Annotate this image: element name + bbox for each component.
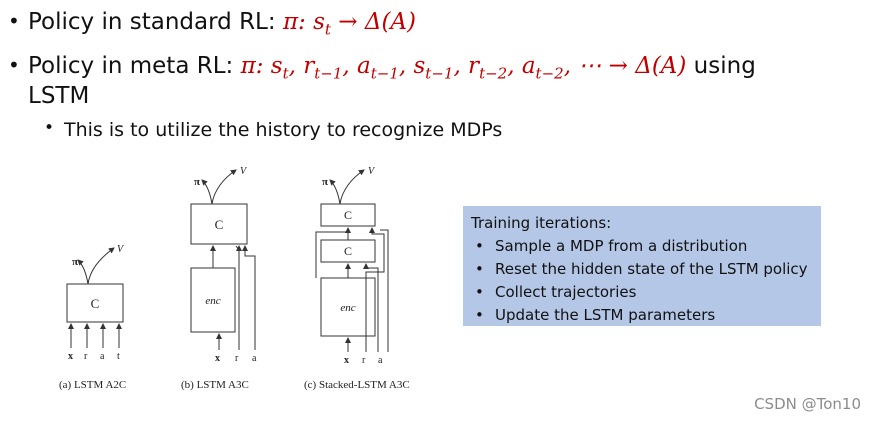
lstm-cell [66, 283, 124, 323]
input-a-label: a [378, 355, 383, 366]
diagram-caption: (c) Stacked-LSTM A3C [304, 379, 410, 391]
encoder-label: enc [205, 295, 220, 307]
input-x-label: x [68, 351, 73, 362]
training-step: Sample a MDP from a distribution [471, 235, 821, 258]
input-t-label: t [117, 351, 120, 362]
bullet-text: Policy in meta RL: [28, 53, 241, 79]
policy-output-label: π [194, 176, 200, 188]
lstm-cell-top [320, 203, 376, 227]
policy-output-label: π [322, 176, 328, 188]
input-a-label: a [100, 351, 105, 362]
input-r-label: r [84, 351, 88, 362]
recurrent-icon: C [91, 296, 100, 311]
diagram-lstm-a2c: C π V x r a t (a) LSTM A2C [59, 244, 126, 391]
training-steps-list: Sample a MDP from a distribution Reset t… [471, 235, 821, 327]
bullet-meta-rl-continued: LSTM [28, 83, 90, 109]
bullet-dot: • [8, 53, 20, 77]
input-r-label: r [235, 353, 239, 364]
standard-policy-formula: π: st → Δ(A) [282, 9, 417, 39]
input-x-label: x [215, 353, 220, 364]
diagram-caption: (a) LSTM A2C [59, 379, 126, 391]
training-step: Collect trajectories [471, 281, 821, 304]
diagram-caption: (b) LSTM A3C [181, 379, 249, 391]
bullet-text: Policy in standard RL: [28, 9, 283, 35]
recurrent-icon: C [344, 208, 352, 222]
training-step: Update the LSTM parameters [471, 304, 821, 327]
bullet-text-suffix: using [686, 53, 756, 79]
encoder-label: enc [340, 302, 355, 314]
value-output-label: V [240, 166, 248, 177]
sub-bullet-dot: • [44, 118, 55, 138]
sub-bullet-history: This is to utilize the history to recogn… [64, 119, 503, 141]
training-step: Reset the hidden state of the LSTM polic… [471, 258, 821, 281]
input-r-label: r [362, 355, 366, 366]
value-output-label: V [117, 244, 125, 255]
diagram-stacked-lstm-a3c: C C π V enc x r a (c) Stacked-LSTM A3C [304, 166, 410, 391]
recurrent-icon: C [344, 244, 352, 258]
diagram-lstm-a3c: C π V enc x r a (b) LSTM A3C [181, 166, 257, 391]
policy-output-label: π [72, 256, 78, 268]
recurrent-icon: C [215, 217, 224, 232]
lstm-cell [190, 203, 248, 245]
bullet-meta-rl: Policy in meta RL: π: st, rt−1, at−1, st… [28, 52, 756, 88]
bullet-dot: • [8, 9, 20, 33]
value-output-label: V [368, 166, 376, 177]
bullet-standard-rl: Policy in standard RL: π: st → Δ(A) [28, 8, 416, 44]
input-x-label: x [344, 355, 349, 366]
training-iterations-box: Training iterations: Sample a MDP from a… [463, 206, 821, 327]
training-box-title: Training iterations: [471, 214, 612, 232]
lstm-diagrams: C π V x r a t (a) LSTM A2C C π V enc x r… [59, 166, 410, 391]
watermark: CSDN @Ton10 [754, 395, 861, 413]
input-a-label: a [252, 353, 257, 364]
meta-policy-formula: π: st, rt−1, at−1, st−1, rt−2, at−2, ⋯ →… [240, 53, 687, 83]
